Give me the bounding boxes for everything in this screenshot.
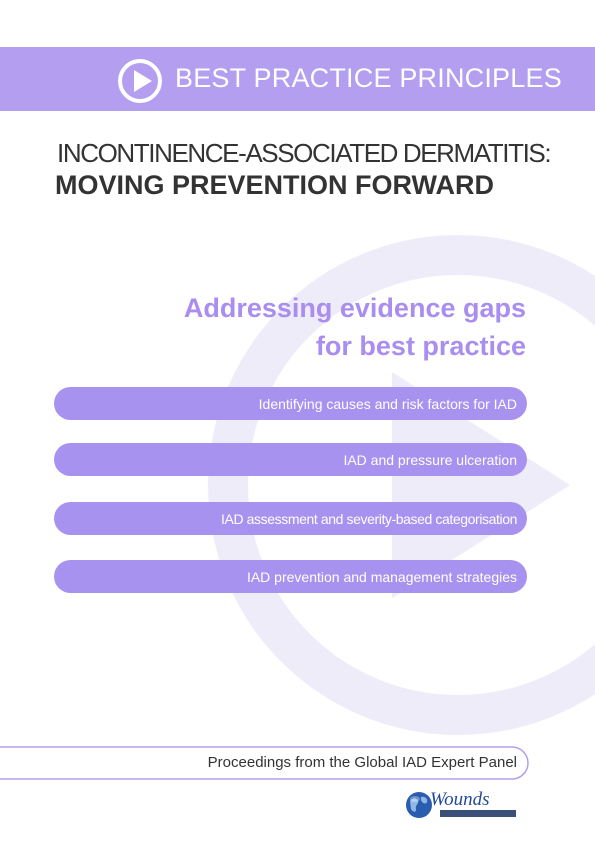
section-heading-line-1: Addressing evidence gaps — [183, 293, 526, 323]
topic-pill-prevention: IAD prevention and management strategies — [54, 560, 527, 593]
title-banner: BEST PRACTICE PRINCIPLES — [0, 47, 595, 111]
topic-pill-causes: Identifying causes and risk factors for … — [54, 387, 527, 420]
footer-text: Proceedings from the Global IAD Expert P… — [207, 754, 517, 771]
document-title-line-2: MOVING PREVENTION FORWARD — [55, 170, 495, 200]
footer-frame — [0, 746, 529, 780]
topic-label: IAD assessment and severity-based catego… — [221, 510, 517, 527]
topic-pill-assessment: IAD assessment and severity-based catego… — [54, 502, 527, 535]
topic-label: IAD and pressure ulceration — [343, 451, 517, 468]
logo-bar — [440, 810, 516, 817]
section-heading: Addressing evidence gaps for best practi… — [184, 289, 526, 365]
globe-icon — [406, 792, 432, 818]
topic-label: IAD prevention and management strategies — [246, 568, 517, 585]
document-title-line-1: INCONTINENCE-ASSOCIATED DERMATITIS: — [57, 138, 552, 168]
section-heading-line-2: for best practice — [315, 331, 526, 361]
banner-title: BEST PRACTICE PRINCIPLES — [175, 63, 562, 93]
logo-wordmark: Wounds — [430, 789, 490, 810]
topic-pill-pressure-ulceration: IAD and pressure ulceration — [54, 443, 527, 476]
play-circle-icon — [118, 59, 162, 103]
wounds-logo: Wounds — [404, 789, 519, 820]
topic-label: Identifying causes and risk factors for … — [258, 395, 517, 412]
